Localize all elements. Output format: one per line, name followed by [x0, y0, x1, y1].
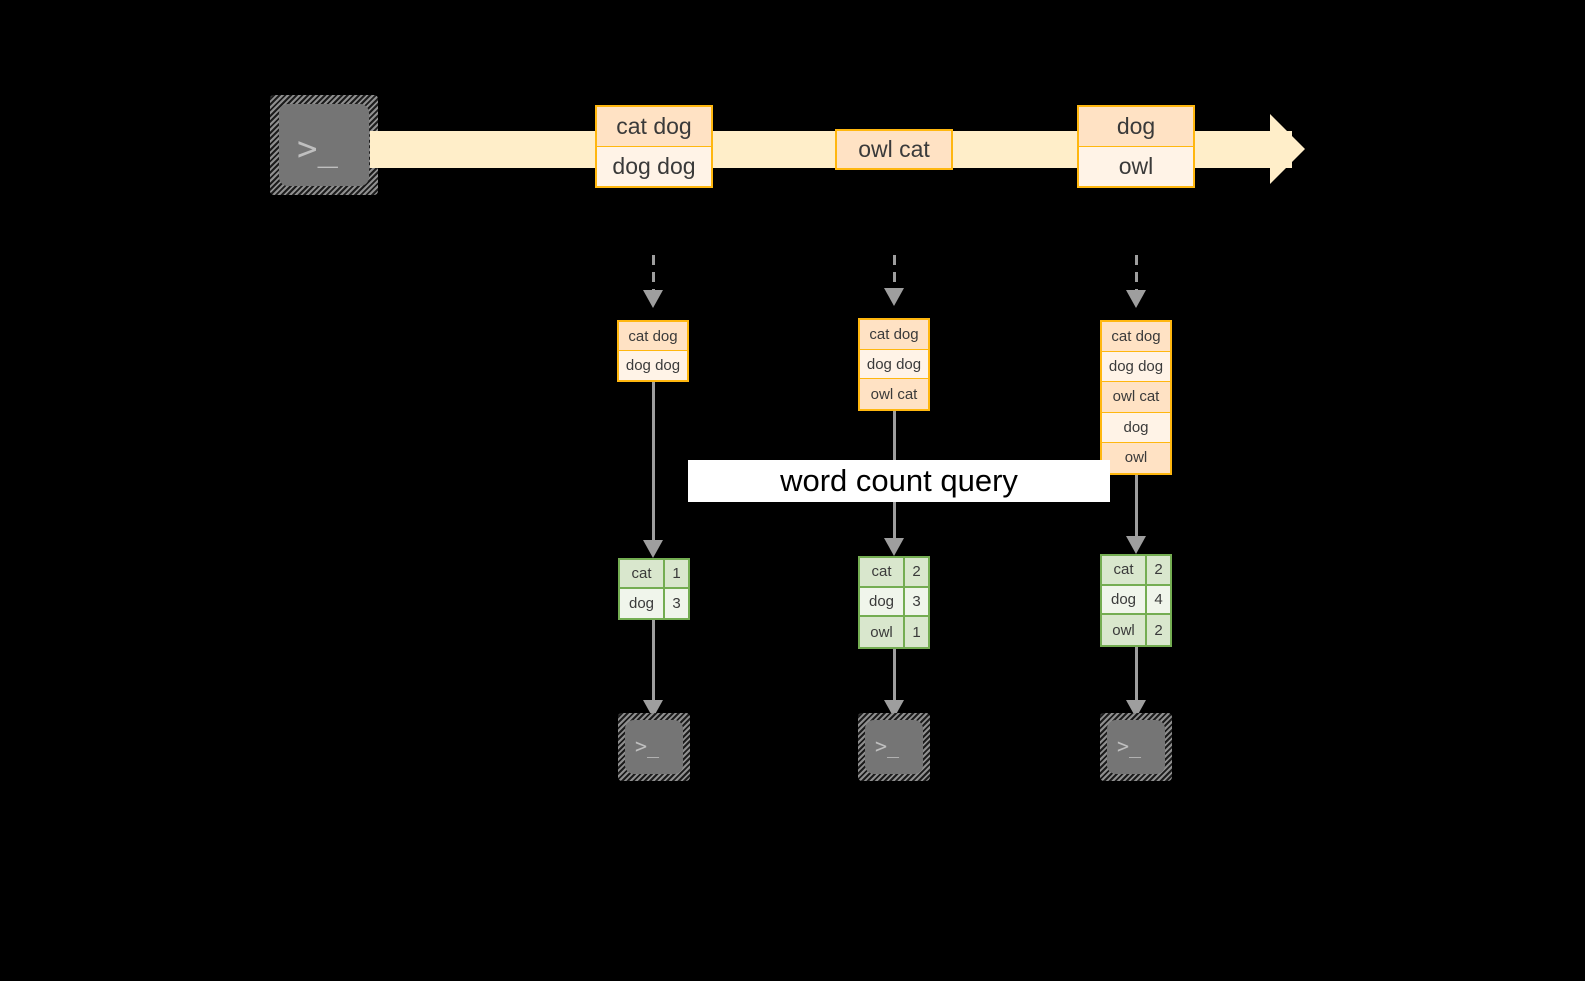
snapshot-3-query-arrowhead	[1126, 536, 1146, 554]
snapshot-2-sink-line	[893, 649, 896, 703]
input-row: cat dog	[1102, 322, 1170, 353]
snapshot-2-sink-terminal-icon: >_	[858, 713, 930, 781]
event-row: dog dog	[597, 146, 711, 186]
event-stream-arrowhead	[1270, 114, 1305, 184]
result-word: cat	[1102, 556, 1147, 584]
result-count: 2	[1147, 615, 1170, 645]
terminal-screen: >_	[865, 720, 923, 774]
stream-event-group-2: owl cat	[835, 129, 953, 170]
source-terminal-icon: >_	[270, 95, 378, 195]
terminal-screen: >_	[279, 104, 369, 186]
terminal-screen: >_	[625, 720, 683, 774]
word-count-query-label: word count query	[688, 460, 1110, 502]
result-count: 2	[905, 558, 928, 586]
snapshot-2-tap-line	[893, 255, 896, 289]
result-word: owl	[1102, 615, 1147, 645]
snapshot-2-query-arrowhead	[884, 538, 904, 556]
event-row: cat dog	[597, 107, 711, 147]
snapshot-3-result-table: cat 2 dog 4 owl 2	[1100, 554, 1172, 647]
table-row: dog 3	[620, 589, 688, 618]
terminal-screen: >_	[1107, 720, 1165, 774]
result-word: cat	[860, 558, 905, 586]
snapshot-1-tap-line	[652, 255, 655, 291]
input-row: cat dog	[619, 322, 687, 351]
terminal-prompt-glyph: >_	[635, 734, 660, 758]
snapshot-2-result-table: cat 2 dog 3 owl 1	[858, 556, 930, 649]
snapshot-1-query-line	[652, 382, 655, 542]
table-row: owl 2	[1102, 615, 1170, 645]
table-row: dog 3	[860, 587, 928, 618]
table-row: owl 1	[860, 617, 928, 647]
result-word: owl	[860, 617, 905, 647]
result-word: dog	[620, 589, 665, 618]
result-count: 3	[665, 589, 688, 618]
snapshot-1-sink-line	[652, 620, 655, 703]
snapshot-2-tap-arrowhead	[884, 288, 904, 306]
snapshot-3-sink-terminal-icon: >_	[1100, 713, 1172, 781]
result-count: 3	[905, 587, 928, 616]
table-row: dog 4	[1102, 585, 1170, 616]
input-row: dog	[1102, 412, 1170, 443]
snapshot-1-input-stack: cat dog dog dog	[617, 320, 689, 382]
result-word: dog	[860, 587, 905, 616]
input-row: dog dog	[860, 349, 928, 380]
input-row: dog dog	[1102, 352, 1170, 383]
event-row: owl	[1079, 146, 1193, 186]
snapshot-1-tap-arrowhead	[643, 290, 663, 308]
result-count: 1	[665, 560, 688, 587]
stream-event-group-3: dog owl	[1077, 105, 1195, 188]
snapshot-3-sink-line	[1135, 647, 1138, 703]
terminal-prompt-glyph: >_	[875, 734, 900, 758]
input-row: dog dog	[619, 351, 687, 380]
snapshot-1-sink-terminal-icon: >_	[618, 713, 690, 781]
snapshot-3-input-stack: cat dog dog dog owl cat dog owl	[1100, 320, 1172, 475]
input-row: cat dog	[860, 320, 928, 350]
snapshot-1-query-arrowhead	[643, 540, 663, 558]
result-count: 1	[905, 617, 928, 647]
snapshot-3-tap-line	[1135, 255, 1138, 291]
result-count: 2	[1147, 556, 1170, 584]
input-row: owl	[1102, 442, 1170, 473]
event-row: owl cat	[837, 131, 951, 168]
table-row: cat 2	[1102, 556, 1170, 586]
terminal-prompt-glyph: >_	[1117, 734, 1142, 758]
table-row: cat 1	[620, 560, 688, 589]
table-row: cat 2	[860, 558, 928, 588]
snapshot-3-query-line	[1135, 475, 1138, 538]
input-row: owl cat	[1102, 382, 1170, 413]
snapshot-2-input-stack: cat dog dog dog owl cat	[858, 318, 930, 411]
snapshot-3-tap-arrowhead	[1126, 290, 1146, 308]
input-row: owl cat	[860, 379, 928, 409]
event-row: dog	[1079, 107, 1193, 147]
terminal-prompt-glyph: >_	[297, 129, 338, 169]
result-word: cat	[620, 560, 665, 587]
result-count: 4	[1147, 585, 1170, 614]
stream-event-group-1: cat dog dog dog	[595, 105, 713, 188]
result-word: dog	[1102, 585, 1147, 614]
snapshot-1-result-table: cat 1 dog 3	[618, 558, 690, 620]
